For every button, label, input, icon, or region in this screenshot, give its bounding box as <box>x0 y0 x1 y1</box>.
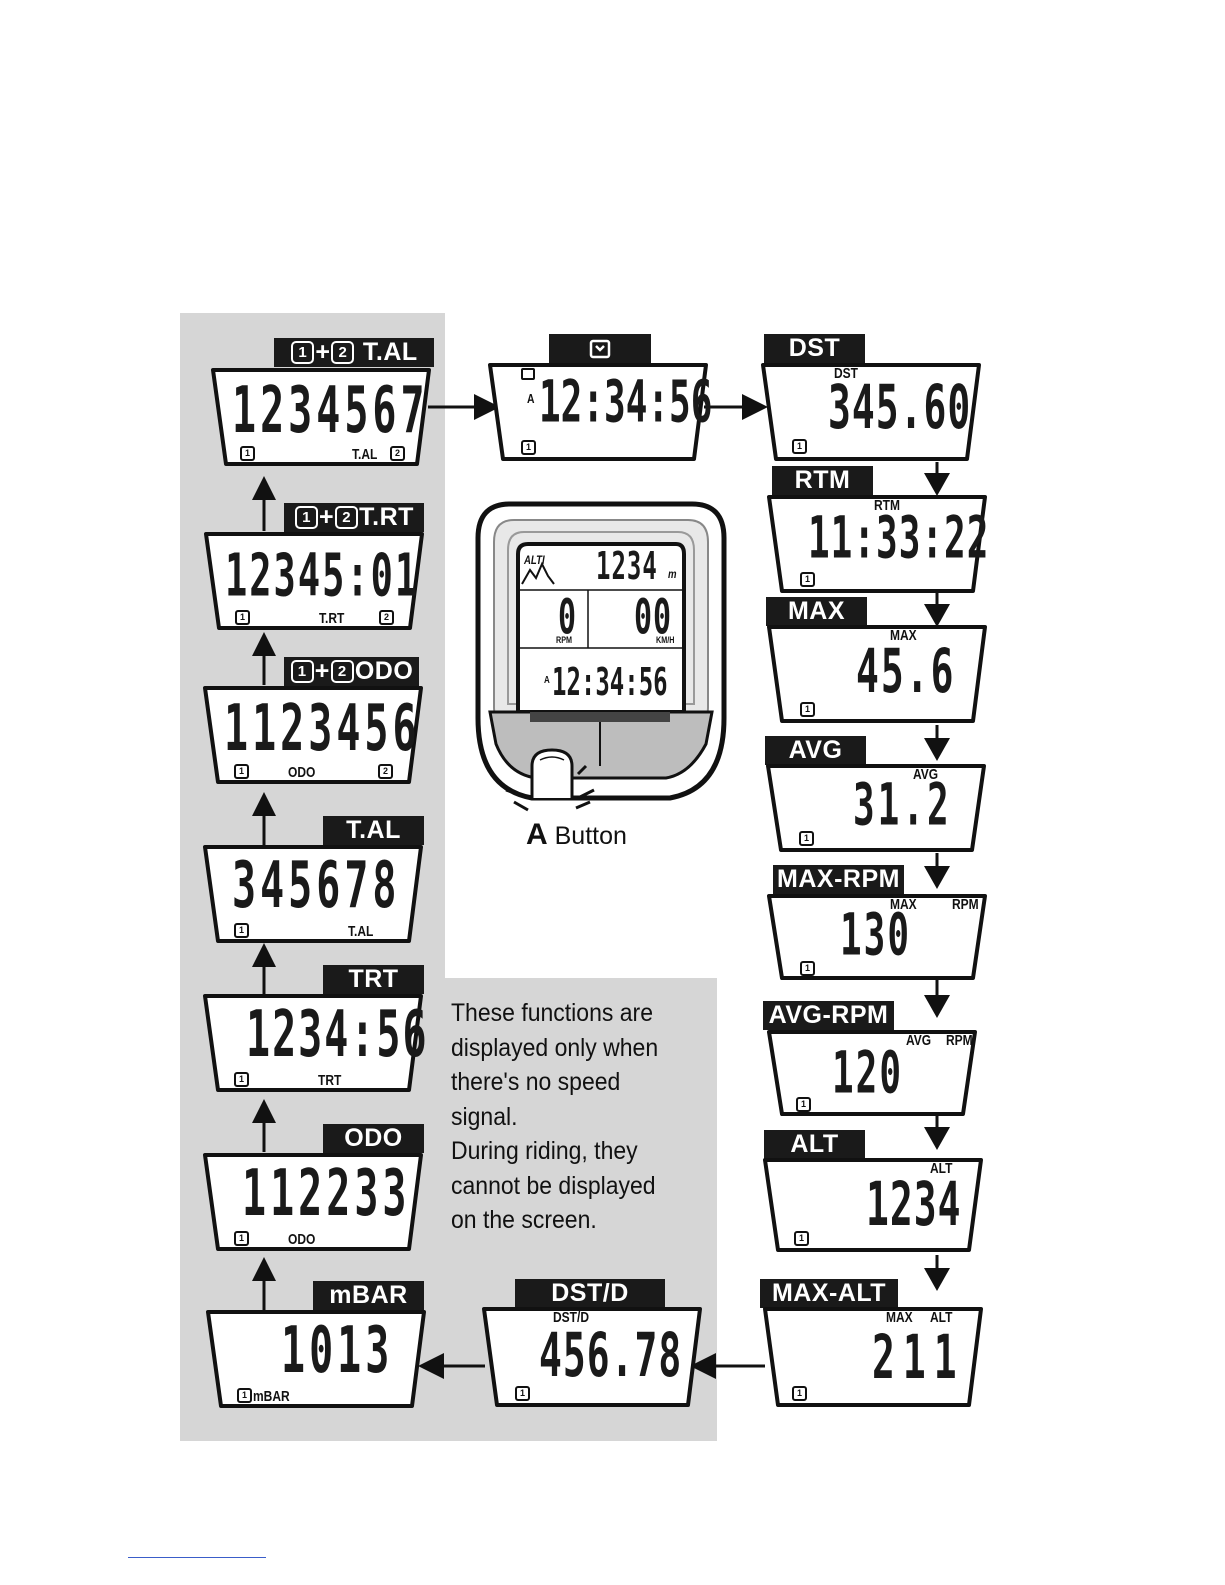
digits-tal: 345678 <box>232 849 401 923</box>
digits-odo12: 1123456 <box>224 692 421 766</box>
lcd-dst: DST 345.60 1 <box>760 362 982 462</box>
tag-clock <box>549 334 651 363</box>
tag-dstd: DST/D <box>515 1279 665 1308</box>
alarm-clock-icon <box>589 339 611 359</box>
lcd-odo: 112233 1 ODO <box>202 1152 424 1252</box>
lcd-mbar: 1013 1 mBAR <box>205 1309 427 1409</box>
digits-tal12: 1234567 <box>232 374 429 448</box>
tag-avgrpm: AVG-RPM <box>763 1001 894 1030</box>
device-clock: 12:34:56 <box>552 659 668 705</box>
lcd-maxalt: MAX ALT 211 1 <box>762 1306 984 1408</box>
chip-2: 2 <box>390 446 405 461</box>
lcd-tal12: 1234567 1 T.AL 2 <box>210 367 432 467</box>
footer-link-line <box>128 1557 266 1558</box>
device-speed: 00 <box>634 590 673 647</box>
device-brand: ALTI <box>524 553 545 567</box>
button-a-label: A Button <box>526 818 627 851</box>
tag-maxrpm: MAX-RPM <box>773 865 904 894</box>
lcd-avgrpm: AVG RPM 120 1 <box>766 1029 978 1117</box>
lcd-rtm: RTM 11:33:22 1 <box>766 494 988 594</box>
device-body <box>475 501 727 812</box>
tag-mbar: mBAR <box>313 1281 424 1310</box>
lcd-maxrpm: MAX RPM 130 1 <box>766 893 988 981</box>
lcd-avg: AVG 31.2 1 <box>765 763 987 853</box>
digits-maxrpm: 130 <box>840 903 912 969</box>
device-altitude: 1234 <box>596 543 658 589</box>
digits-alt: 1234 <box>866 1168 962 1240</box>
tag-odo: ODO <box>323 1124 424 1153</box>
tag-max: MAX <box>766 597 867 626</box>
digits-dst: 345.60 <box>828 371 972 443</box>
lcd-odo12: 1123456 1 ODO 2 <box>202 685 424 785</box>
lcd-trt12: 12345:01 1 T.RT 2 <box>203 531 425 631</box>
chip-1: 1 <box>240 446 255 461</box>
digits-maxalt: 211 <box>872 1321 965 1393</box>
device-illustration: ALTI 1234 m 0 RPM 00 KM/H A 12:34:56 A B… <box>470 498 732 851</box>
digits-dstd: 456.78 <box>539 1319 683 1391</box>
digits-clock: 12:34:56 <box>539 370 713 436</box>
tag-tal: T.AL <box>323 816 424 845</box>
alarm-clock-small-icon <box>521 368 535 380</box>
tag-trt: TRT <box>323 965 424 994</box>
tag-alt: ALT <box>764 1130 865 1159</box>
digits-rtm: 11:33:22 <box>808 506 990 572</box>
lcd-alt: ALT 1234 1 <box>762 1157 984 1253</box>
digits-trt: 1234:56 <box>246 998 429 1072</box>
tag-tal12: 1+2 T.AL <box>274 338 434 367</box>
digits-odo: 112233 <box>242 1157 411 1231</box>
tag-maxalt: MAX-ALT <box>760 1279 898 1308</box>
lcd-clock: A 12:34:56 1 <box>487 362 713 462</box>
tag-dst: DST <box>764 334 865 363</box>
digits-trt12: 12345:01 <box>225 541 420 610</box>
device-rpm: 0 <box>558 590 581 647</box>
lcd-trt: 1234:56 1 TRT <box>202 993 427 1093</box>
digits-avgrpm: 120 <box>832 1041 904 1107</box>
tag-rtm: RTM <box>772 466 873 495</box>
lcd-tal: 345678 1 T.AL <box>202 844 424 944</box>
lcd-dstd: DST/D 456.78 1 <box>481 1306 703 1408</box>
digits-avg: 31.2 <box>853 773 952 839</box>
digits-max: 45.6 <box>856 635 956 707</box>
digits-mbar: 1013 <box>281 1314 394 1388</box>
lcd-max: MAX 45.6 1 <box>766 624 988 724</box>
tag-avg: AVG <box>765 736 866 765</box>
